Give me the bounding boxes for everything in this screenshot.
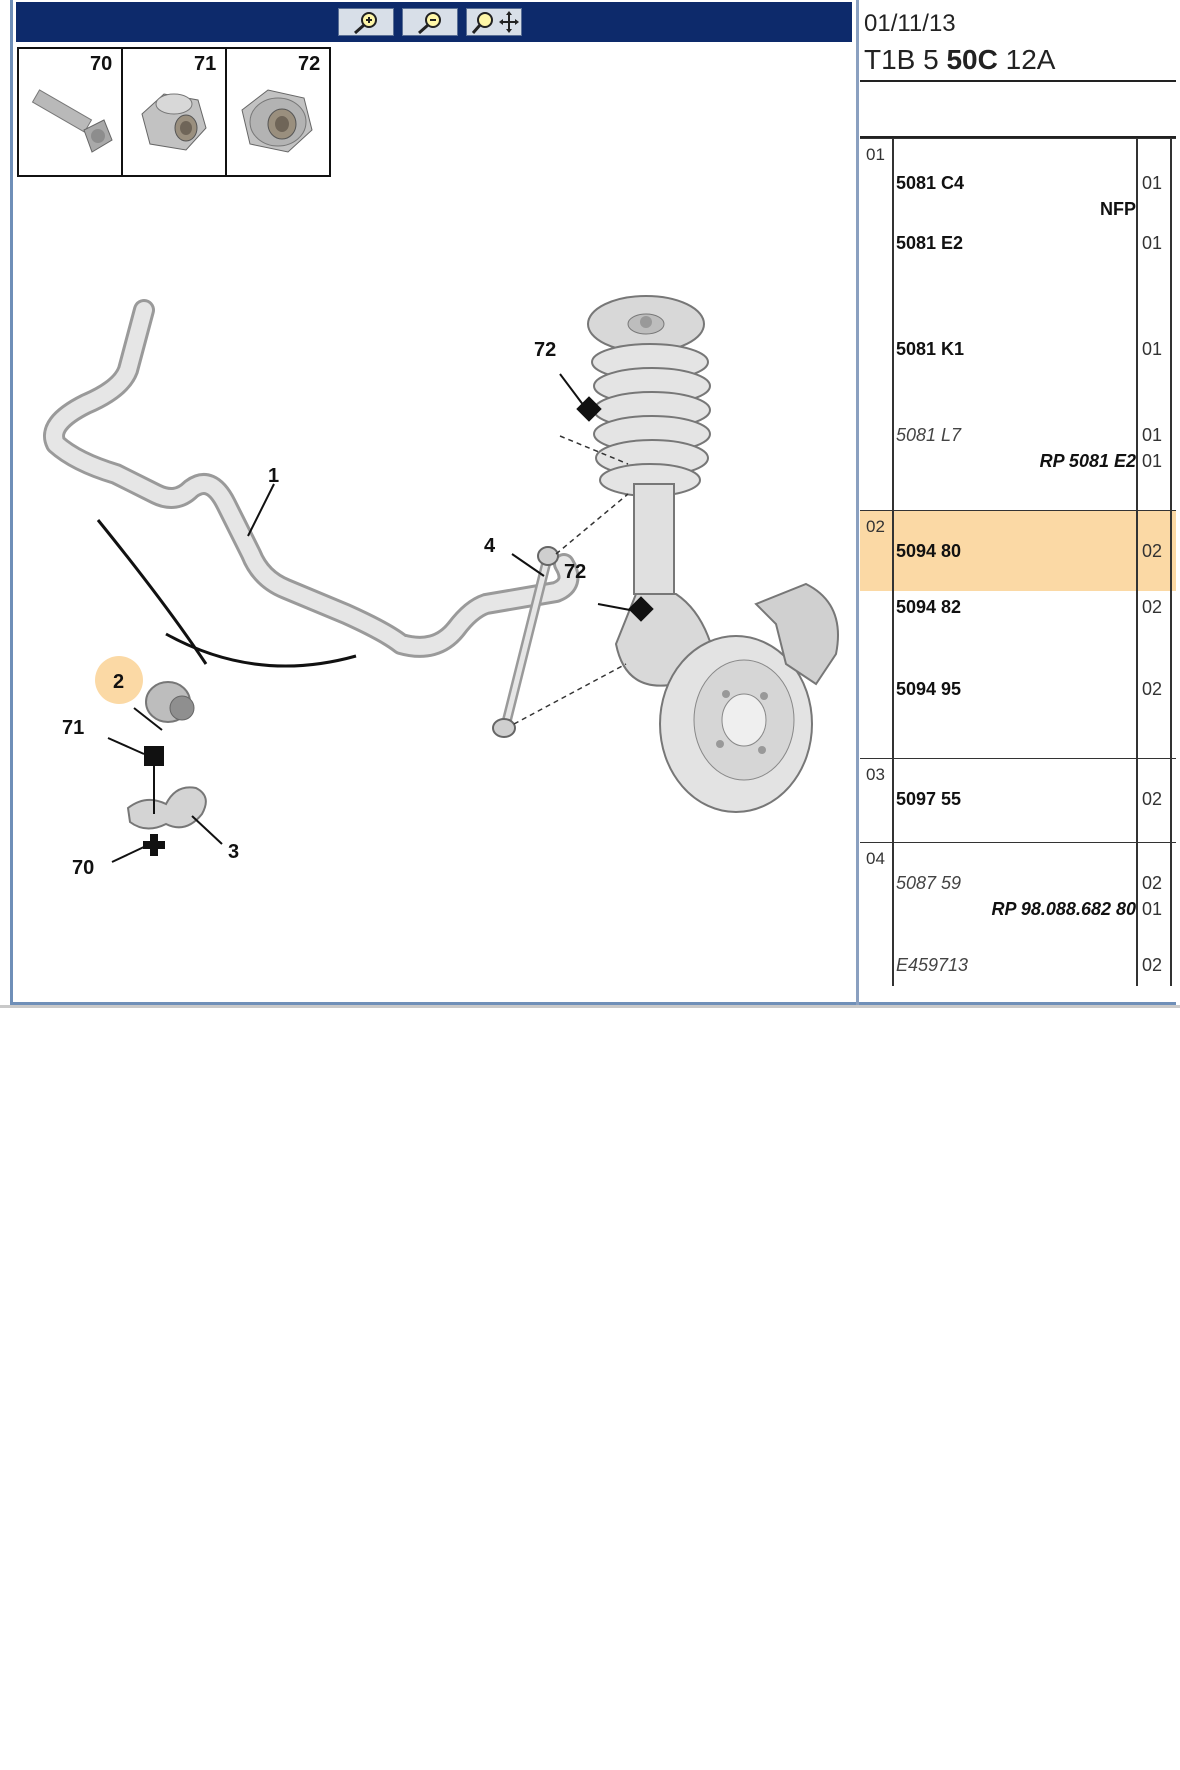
part-ref[interactable]: 5097 55: [896, 789, 962, 809]
part-ref[interactable]: 5094 82: [896, 597, 962, 617]
part-ref[interactable]: 5094 80: [896, 541, 962, 561]
part-qty: 02: [1142, 789, 1163, 809]
zoom-pan-icon: [471, 11, 519, 34]
group-number: 02: [866, 517, 885, 536]
zoom-in-icon: [354, 12, 377, 35]
label-bar: 1: [268, 465, 279, 487]
group-number: 03: [866, 765, 885, 784]
fastener-thumbnails: 70 71 72: [17, 47, 331, 177]
marker-square-71: [144, 746, 164, 766]
group-number: 04: [866, 849, 885, 868]
thumbnail-bolt-70[interactable]: 70: [31, 53, 113, 153]
part-group-04[interactable]: 04 5087 59 02 RP 98.088.682 80 01 E45971…: [860, 842, 1176, 986]
zoom-out-button[interactable]: [402, 8, 458, 36]
part-qty: 01: [1142, 233, 1163, 253]
header-divider: [860, 136, 1176, 138]
part-ref[interactable]: 5081 K1: [896, 339, 965, 359]
anti-roll-bar[interactable]: [43, 299, 580, 658]
viewer-toolbar: [16, 2, 852, 42]
part-ref[interactable]: 5094 95: [896, 679, 962, 699]
catalog-date: 01/11/13: [864, 10, 956, 37]
marker-cross-70: [143, 834, 165, 856]
catalog-code-bold: 50C: [946, 44, 998, 75]
part-ref[interactable]: 5081 E2: [896, 233, 964, 253]
zoom-pan-button[interactable]: [466, 8, 522, 36]
thumbnail-nut-71[interactable]: 71: [141, 53, 216, 151]
part-qty: 02: [1142, 541, 1163, 561]
part-group-02[interactable]: 02 5094 80 02 5094 82 02 5094 95 02: [860, 510, 1176, 758]
part-note: RP 98.088.682 80: [991, 899, 1136, 919]
part-qty: 01: [1142, 899, 1163, 919]
label-link: 4: [484, 535, 496, 557]
part-qty: 01: [1142, 173, 1163, 193]
window-left-border: [10, 0, 13, 1005]
catalog-code-suffix: 12A: [1005, 44, 1056, 75]
part-ref[interactable]: 5081 C4: [896, 173, 965, 193]
parts-list: 01 5081 C4 01 NFP 5081 E2 01 5081 K1 01 …: [860, 138, 1176, 986]
part-qty: 01: [1142, 339, 1163, 359]
catalog-code: T1B 5 50C 12A: [864, 44, 1055, 76]
marker-diamond-72-mid: [628, 596, 654, 622]
part-qty: 01: [1142, 451, 1163, 471]
exploded-parts-diagram: 70 71 72: [17, 47, 839, 879]
part-qty: 02: [1142, 873, 1163, 893]
part-qty: 02: [1142, 955, 1163, 975]
group-number: 01: [866, 145, 885, 164]
thumbnail-label-70: 70: [90, 53, 112, 75]
zoom-in-button[interactable]: [338, 8, 394, 36]
bushing[interactable]: [145, 681, 195, 723]
label-bolt-70: 70: [72, 857, 94, 879]
window-bottom-border: [10, 1002, 1176, 1005]
header-panel: 01/11/13 T1B 5 50C 12A: [860, 0, 1176, 140]
part-group-01[interactable]: 01 5081 C4 01 NFP 5081 E2 01 5081 K1 01 …: [860, 138, 1176, 510]
part-note: RP 5081 E2: [1039, 451, 1136, 471]
part-ref[interactable]: 5087 59: [896, 873, 962, 893]
selected-row-highlight: [860, 511, 1176, 591]
zoom-out-icon: [418, 12, 441, 35]
catalog-code-prefix: T1B 5: [864, 44, 939, 75]
thumbnail-nut-72[interactable]: 72: [241, 53, 320, 153]
label-nut-72-mid: 72: [564, 561, 586, 583]
label-clamp: 3: [228, 841, 239, 863]
viewer-divider: [856, 0, 859, 1005]
part-ref[interactable]: E459713: [896, 955, 969, 975]
suspension-strut[interactable]: [587, 295, 718, 687]
window-shadow: [0, 1005, 1180, 1008]
label-bushing: 2: [113, 671, 124, 693]
header-divider: [860, 80, 1176, 82]
highlight-circle: [95, 656, 143, 704]
label-nut-72-top: 72: [534, 339, 556, 361]
part-qty: 02: [1142, 597, 1163, 617]
brake-disc[interactable]: [659, 582, 839, 813]
part-qty: 02: [1142, 679, 1163, 699]
drop-link[interactable]: [492, 546, 559, 738]
part-qty: 01: [1142, 425, 1163, 445]
part-ref[interactable]: 5081 L7: [896, 425, 962, 445]
clamp-bracket[interactable]: [126, 786, 207, 830]
label-nut-71: 71: [62, 717, 84, 739]
part-group-03[interactable]: 03 5097 55 02: [860, 758, 1176, 842]
thumbnail-label-71: 71: [194, 53, 216, 75]
thumbnail-label-72: 72: [298, 53, 320, 75]
part-note: NFP: [1100, 199, 1136, 219]
